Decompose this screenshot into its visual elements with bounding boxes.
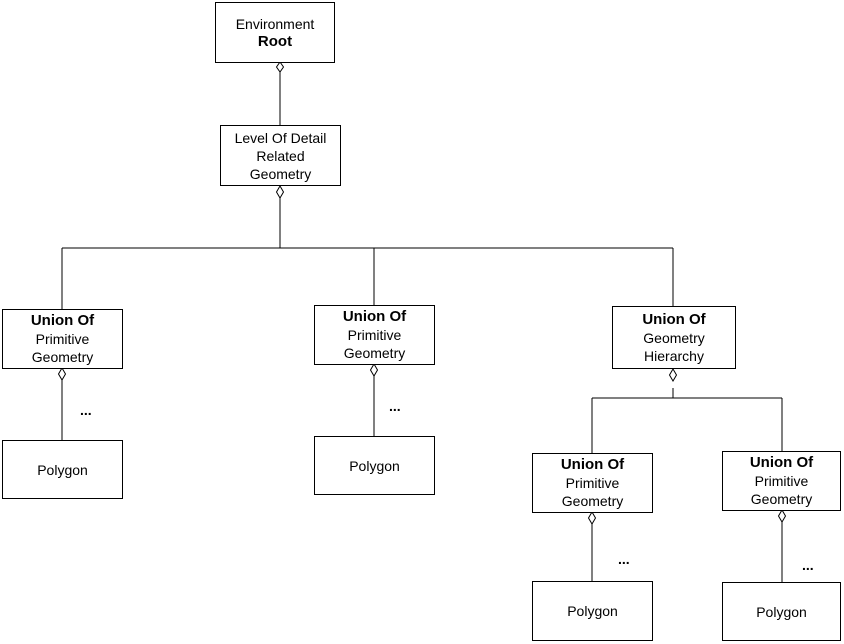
node-text-bold: Union Of xyxy=(30,312,95,329)
node-text: Hierarchy xyxy=(644,347,704,364)
ellipsis: ... xyxy=(389,398,401,414)
node-text: Primitive xyxy=(35,331,90,347)
node-text: Polygon xyxy=(37,461,88,478)
node-union-primitive-geometry-2[interactable]: Union Of Primitive Geometry xyxy=(314,305,435,365)
node-text: Geometry xyxy=(643,329,705,346)
node-text-bold: Union Of xyxy=(342,308,407,325)
node-polygon-3[interactable]: Polygon xyxy=(532,581,653,641)
node-polygon-2[interactable]: Polygon xyxy=(314,436,435,495)
node-text: Level Of Detail xyxy=(234,129,327,146)
ellipsis: ... xyxy=(802,557,814,573)
node-union-geometry-hierarchy[interactable]: Union Of Geometry Hierarchy xyxy=(612,306,736,369)
aggregation-diamond xyxy=(587,511,597,525)
aggregation-diamond xyxy=(369,363,379,377)
aggregation-diamond xyxy=(57,367,67,381)
node-level-of-detail[interactable]: Level Of Detail Related Geometry xyxy=(220,125,341,186)
node-text: Polygon xyxy=(567,603,618,619)
node-text-bold: Union Of xyxy=(560,456,625,473)
ellipsis: ... xyxy=(80,402,92,418)
node-text: Related xyxy=(256,147,305,164)
node-text-bold: Union Of xyxy=(749,454,814,471)
node-text: Polygon xyxy=(756,603,807,620)
node-text: Geometry xyxy=(750,491,813,507)
node-text: Primitive xyxy=(754,473,809,489)
node-text: Geometry xyxy=(249,165,312,182)
node-text-bold: Union Of xyxy=(642,310,706,328)
node-polygon-1[interactable]: Polygon xyxy=(2,440,123,499)
node-union-primitive-geometry-1[interactable]: Union Of Primitive Geometry xyxy=(2,309,123,369)
node-text: Primitive xyxy=(565,475,620,491)
aggregation-diamond xyxy=(275,61,285,73)
node-environment-root[interactable]: Environment Root xyxy=(215,2,335,63)
ellipsis: ... xyxy=(618,551,630,567)
node-union-primitive-geometry-3[interactable]: Union Of Primitive Geometry xyxy=(532,453,653,513)
node-text: Polygon xyxy=(349,457,400,474)
node-text: Primitive xyxy=(347,327,402,343)
node-text: Geometry xyxy=(561,493,624,509)
node-text-bold: Root xyxy=(257,32,293,50)
node-union-primitive-geometry-4[interactable]: Union Of Primitive Geometry xyxy=(722,451,841,511)
node-text: Geometry xyxy=(31,349,94,365)
aggregation-diamond xyxy=(777,509,787,523)
node-text: Environment xyxy=(235,15,315,32)
node-polygon-4[interactable]: Polygon xyxy=(722,582,841,641)
node-text: Geometry xyxy=(343,345,406,361)
aggregation-diamond xyxy=(275,185,285,199)
aggregation-diamond xyxy=(668,368,678,382)
